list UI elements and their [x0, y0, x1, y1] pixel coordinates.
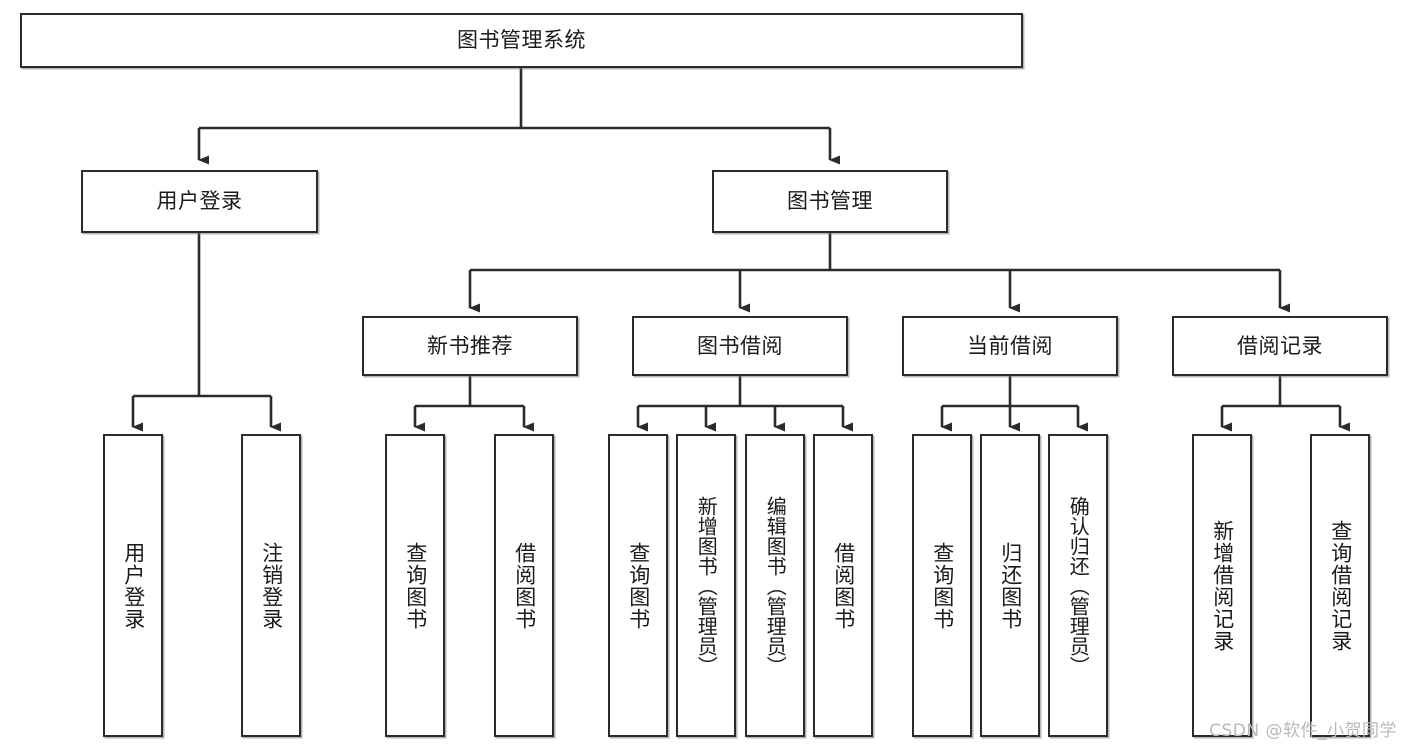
node-label: 图书借阅: [697, 333, 783, 358]
connectors-new-book: [413, 376, 534, 432]
leaf-return-book[interactable]: 归还图书: [980, 434, 1040, 737]
node-label: 查询图书: [403, 541, 428, 630]
node-label: 用户登录: [121, 541, 146, 630]
node-label: 借阅图书: [512, 541, 537, 630]
leaf-add-borrow-record[interactable]: 新增借阅记录: [1192, 434, 1252, 737]
node-label: 图书管理: [787, 189, 873, 214]
node-label: 当前借阅: [967, 333, 1053, 358]
node-user-login[interactable]: 用户登录: [81, 170, 318, 233]
node-label: 借阅图书: [831, 541, 856, 630]
node-label: 用户登录: [156, 189, 243, 214]
leaf-query-borrow-record[interactable]: 查询借阅记录: [1310, 434, 1370, 737]
node-new-book-recommend[interactable]: 新书推荐: [362, 316, 578, 376]
node-borrow-record[interactable]: 借阅记录: [1172, 316, 1388, 376]
leaf-borrow-book-recommend[interactable]: 借阅图书: [494, 434, 554, 737]
connectors-current-borrow: [940, 376, 1088, 432]
leaf-confirm-return[interactable]: 确认归还（管理员）: [1048, 434, 1108, 737]
node-label: 借阅记录: [1237, 333, 1323, 358]
connectors-book-borrow: [636, 376, 853, 432]
connectors-book-manage: [468, 233, 1290, 313]
node-label: 注销登录: [259, 541, 284, 630]
leaf-query-book-recommend[interactable]: 查询图书: [385, 434, 445, 737]
leaf-user-login[interactable]: 用户登录: [103, 434, 163, 737]
node-label: 查询图书: [626, 541, 651, 630]
connectors-user-login: [131, 233, 281, 432]
leaf-query-book-current[interactable]: 查询图书: [912, 434, 972, 737]
node-label: 新增图书（管理员）: [694, 495, 719, 676]
leaf-edit-book[interactable]: 编辑图书（管理员）: [745, 434, 805, 737]
node-current-borrow[interactable]: 当前借阅: [902, 316, 1118, 376]
node-label: 编辑图书（管理员）: [763, 495, 788, 676]
connectors-root: [197, 68, 840, 165]
node-label: 图书管理系统: [457, 28, 586, 53]
leaf-query-book-borrow[interactable]: 查询图书: [608, 434, 668, 737]
node-label: 新书推荐: [427, 333, 513, 358]
node-book-borrow[interactable]: 图书借阅: [632, 316, 848, 376]
node-label: 查询借阅记录: [1328, 519, 1353, 652]
node-root-system[interactable]: 图书管理系统: [20, 13, 1023, 68]
leaf-borrow-book-borrow[interactable]: 借阅图书: [813, 434, 873, 737]
node-label: 确认归还（管理员）: [1066, 495, 1091, 676]
connectors-borrow-record: [1220, 376, 1350, 432]
node-label: 新增借阅记录: [1210, 519, 1235, 652]
leaf-add-book[interactable]: 新增图书（管理员）: [676, 434, 736, 737]
leaf-user-logout[interactable]: 注销登录: [241, 434, 301, 737]
node-book-manage[interactable]: 图书管理: [712, 170, 948, 233]
node-label: 查询图书: [930, 541, 955, 630]
node-label: 归还图书: [998, 541, 1023, 630]
